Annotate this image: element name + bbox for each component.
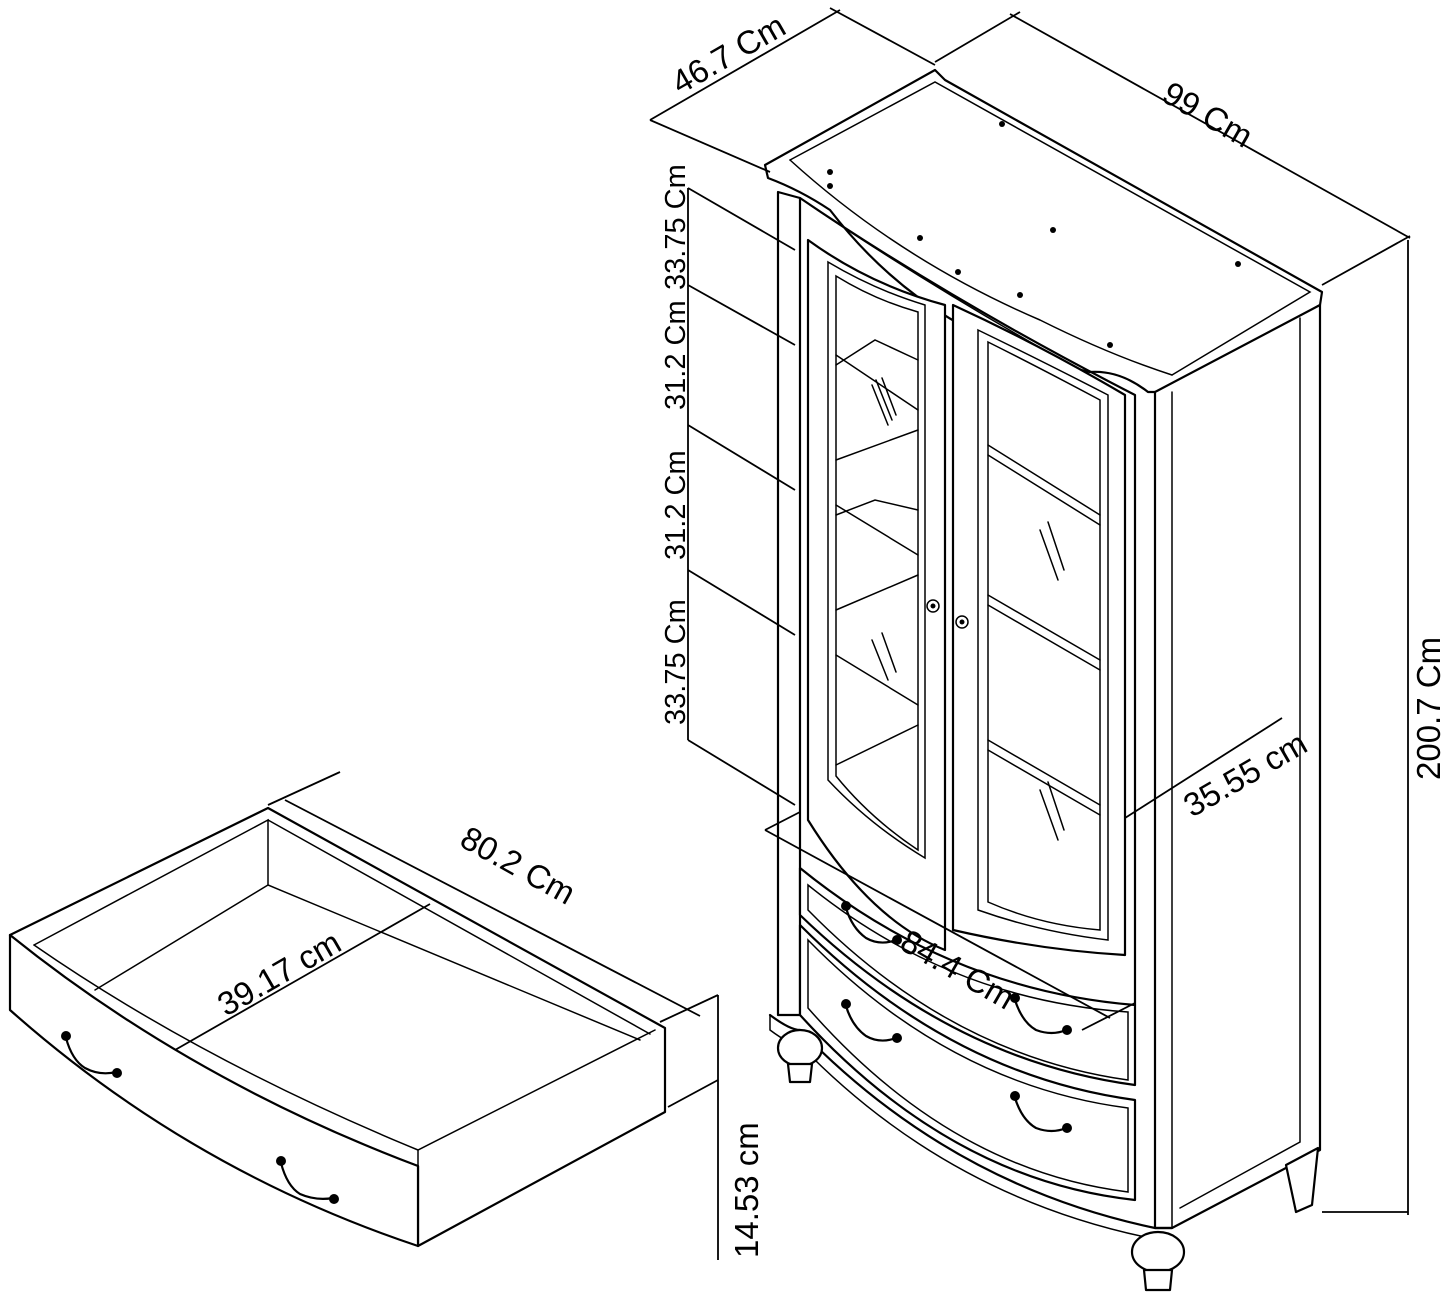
cabinet-foot bbox=[1130, 1230, 1186, 1292]
top-screw-dots bbox=[827, 121, 1241, 348]
drawer-inner-rim bbox=[33, 818, 641, 1041]
width-label: 99 Cm bbox=[1157, 74, 1260, 155]
drawer-handle-icon bbox=[61, 1031, 122, 1078]
cabinet-foot bbox=[1284, 1146, 1320, 1214]
drawer-handle-icon bbox=[1010, 993, 1072, 1035]
cabinet-foot bbox=[776, 1028, 824, 1084]
shelf-gap-bottom-label: 33.75 Cm bbox=[660, 599, 692, 725]
cabinet-side-panel bbox=[1153, 303, 1322, 1230]
depth-label: 46.7 Cm bbox=[665, 7, 792, 101]
drawer-height-label: 14.53 cm bbox=[728, 1122, 765, 1258]
inner-width-line bbox=[764, 829, 1111, 1019]
drawer-width-dimension-line bbox=[284, 799, 701, 1017]
drawer-illustration: 80.2 Cm 39.17 cm 14.53 cm bbox=[8, 771, 765, 1260]
width-dimension-line bbox=[1009, 13, 1411, 239]
cabinet-illustration bbox=[763, 68, 1324, 1292]
drawer-handle-icon bbox=[1010, 1091, 1072, 1133]
inner-depth-line bbox=[1124, 717, 1283, 819]
cabinet-left-post bbox=[776, 190, 802, 1017]
drawer-front-panel bbox=[8, 933, 420, 1248]
cabinet-drawer-upper bbox=[798, 866, 1137, 1087]
drawer-handle-icon bbox=[276, 1156, 339, 1204]
door-knob-icon bbox=[955, 615, 969, 629]
right-glass-door bbox=[951, 303, 1127, 957]
shelf-gap-2-label: 31.2 Cm bbox=[660, 300, 692, 410]
door-knob-icon bbox=[926, 599, 940, 613]
inner-shelves bbox=[835, 339, 1101, 816]
shelf-gap-top-label: 33.75 Cm bbox=[660, 164, 692, 290]
glass-reflection-marks bbox=[871, 377, 1065, 841]
drawer-handle-icon bbox=[841, 901, 902, 945]
shelf-gap-3-label: 31.2 Cm bbox=[660, 450, 692, 560]
height-label: 200.7 Cm bbox=[1410, 637, 1445, 780]
left-glass-door bbox=[806, 238, 947, 952]
drawer-depth-dimension-line bbox=[174, 903, 431, 1051]
drawer-handle-icon bbox=[841, 999, 902, 1043]
